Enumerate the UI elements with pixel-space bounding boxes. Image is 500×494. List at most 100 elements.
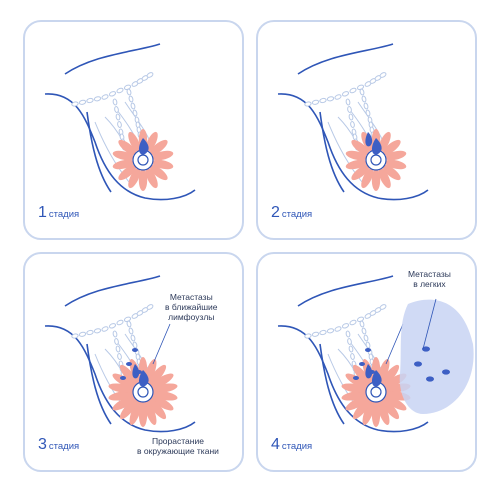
lung-shape xyxy=(399,299,474,414)
chest-wall-line xyxy=(86,111,112,193)
lymph-node-chain xyxy=(350,353,355,360)
tumor-petal xyxy=(381,398,400,420)
tumor-petal xyxy=(149,164,168,181)
lymph-node-chain xyxy=(130,102,136,110)
lymph-node-chain xyxy=(347,106,352,113)
tumor-mass xyxy=(371,138,382,155)
lymph-node-chain xyxy=(326,96,335,102)
lymph-node-chain xyxy=(379,72,387,78)
tumor-petal xyxy=(352,364,371,386)
lymph-node-chain xyxy=(341,323,350,329)
tumor-petal xyxy=(112,395,136,411)
tumor-petal xyxy=(382,139,401,156)
lymph-node-chain xyxy=(126,88,132,96)
tumor-petals xyxy=(112,129,174,191)
lymph-node-chain xyxy=(117,121,122,128)
tumor-petal xyxy=(129,400,142,425)
stage-2-number: 2 xyxy=(271,204,280,221)
tumor-petal xyxy=(378,167,391,189)
tumor-petal xyxy=(345,395,369,411)
lymph-node-chain xyxy=(128,95,134,103)
lymph-node-chain xyxy=(363,102,369,110)
tumor-core xyxy=(370,386,382,398)
anatomy-group xyxy=(277,275,474,433)
lymph-node-chain xyxy=(86,329,94,336)
lymph-pointer-line xyxy=(385,323,404,365)
lymph-node-chain xyxy=(349,87,357,94)
lymph-node-chain xyxy=(349,319,357,326)
lymph-node-chain xyxy=(71,101,79,107)
anatomy-group xyxy=(44,43,196,201)
tumor-petal xyxy=(150,373,174,389)
shoulder-line xyxy=(297,275,394,307)
tumor-petal xyxy=(148,364,167,386)
chest-wall-line xyxy=(319,343,345,425)
lymph-node-chain xyxy=(348,113,354,121)
lymph-node-chain xyxy=(347,338,352,345)
tumor-spread xyxy=(365,132,373,147)
tumor-petals xyxy=(108,357,178,427)
tumor-petal xyxy=(351,139,370,156)
lymph-node-chain xyxy=(132,341,138,349)
tumor-petal xyxy=(118,164,137,181)
stage-1-illustration xyxy=(44,43,196,201)
lymph-node-chain xyxy=(126,320,132,328)
lymph-node-chain xyxy=(345,98,351,106)
lymph-node-chain xyxy=(78,331,87,337)
anatomy-group xyxy=(44,275,196,433)
lymph-node-chain xyxy=(86,97,94,104)
stage-4-number: 4 xyxy=(271,436,280,453)
tumor-petal xyxy=(138,169,148,191)
tumor-petals xyxy=(345,129,407,191)
tumor-petal xyxy=(119,398,138,420)
lymph-node-chain xyxy=(379,304,387,310)
stage-2-word: стадия xyxy=(281,209,313,220)
lymph-metastasis xyxy=(353,376,359,380)
lymph-node-chain xyxy=(116,319,124,326)
lymph-nodes xyxy=(71,72,154,151)
lung-metastasis xyxy=(422,346,430,352)
lymph-node-chain xyxy=(128,327,134,335)
lymph-node-chain xyxy=(363,334,369,342)
tumor-petal xyxy=(150,395,174,411)
lymph-node-chain xyxy=(350,121,355,128)
lymph-node-chain xyxy=(319,97,327,104)
lung-metastases xyxy=(414,346,450,382)
tumor-petal xyxy=(345,159,368,170)
tumor-petal xyxy=(119,364,138,386)
tumor-spread xyxy=(365,364,373,379)
lymph-node-chain xyxy=(78,99,87,105)
lymph-metastasis xyxy=(359,362,365,366)
lymph-node-chain xyxy=(112,98,118,106)
lymph-node-chain xyxy=(326,328,335,334)
tumor-petal xyxy=(377,400,390,425)
lymph-node-chain xyxy=(112,330,118,338)
stage-3-number: 3 xyxy=(38,436,47,453)
tumor-petal xyxy=(378,131,391,153)
lymph-metastasis xyxy=(365,348,371,352)
lung-metastasis xyxy=(414,361,422,367)
lymph-node-chain xyxy=(115,345,121,353)
lung-metastasis xyxy=(442,369,450,375)
lymph-node-chain xyxy=(146,304,154,310)
tissue-invasion-caption: Прорастание в окружающие ткани xyxy=(137,436,219,456)
lymph-node-chain xyxy=(365,341,371,349)
lymph-metastasis xyxy=(132,348,138,352)
shoulder-line xyxy=(64,275,161,307)
lymph-node-chain xyxy=(114,338,119,345)
lymph-node-chain xyxy=(359,320,365,328)
lymph-node-chain xyxy=(146,72,154,78)
tumor-petal xyxy=(151,383,178,393)
stage-3-panel: Метастазы в ближайшие лимфоузлы Прораста… xyxy=(23,252,244,472)
tumor-core xyxy=(137,154,149,166)
tumor-petal xyxy=(382,164,401,181)
tumor-petal xyxy=(128,167,141,189)
shoulder-line xyxy=(297,43,394,75)
lymph-node-chain xyxy=(130,334,136,342)
